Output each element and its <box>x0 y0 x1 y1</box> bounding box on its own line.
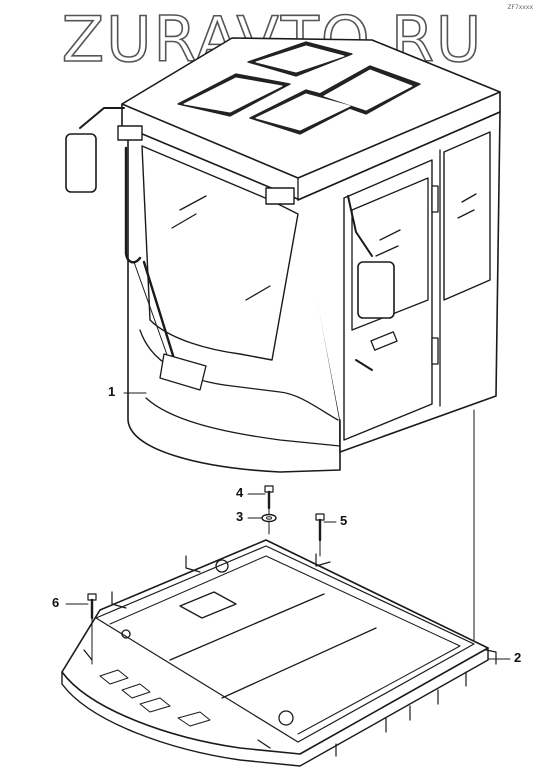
bolt-item-5 <box>315 513 325 557</box>
mount-brackets <box>111 553 497 757</box>
cab-front-body <box>127 127 341 473</box>
callout-3: 3 <box>236 509 244 524</box>
callout-2: 2 <box>514 650 522 665</box>
leader-lines <box>65 392 511 660</box>
drawing-code: ZF7xxxx <box>507 4 533 11</box>
cab-assembly <box>65 37 501 473</box>
cab-door <box>343 159 433 441</box>
mirror-left-arm <box>79 107 125 129</box>
rear-side-window <box>443 131 491 301</box>
work-light-left <box>117 125 143 141</box>
callout-1: 1 <box>108 384 116 399</box>
bolt-item-6 <box>87 593 97 665</box>
callout-5: 5 <box>340 513 348 528</box>
mirror-right-arm <box>347 195 373 257</box>
handrail <box>124 146 142 264</box>
mirror-right <box>357 261 395 319</box>
mirror-left <box>65 133 97 193</box>
bolt-item-4 <box>264 485 274 510</box>
callout-6: 6 <box>52 595 60 610</box>
work-light-right <box>265 187 295 205</box>
step-holes <box>99 669 211 727</box>
wiper-motor-plate <box>159 353 207 391</box>
floor-frame <box>61 539 497 767</box>
callout-4: 4 <box>236 485 244 500</box>
washer-item-3 <box>261 513 277 523</box>
floor-plate <box>61 539 489 755</box>
front-windscreen <box>141 145 299 361</box>
